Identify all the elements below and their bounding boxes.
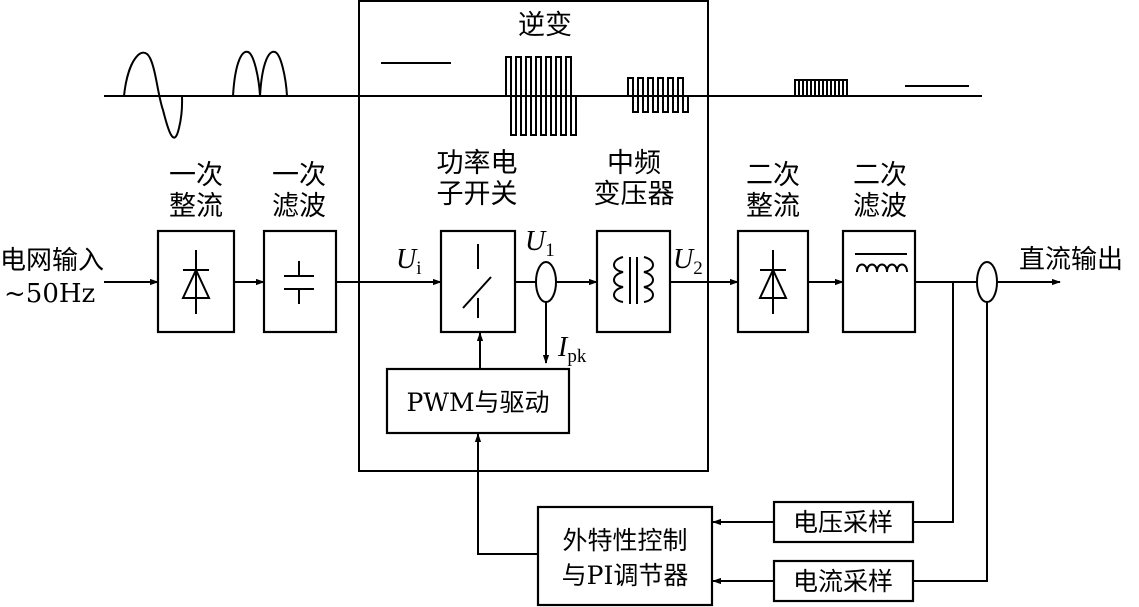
current-sampling-label: 电流采样 — [793, 567, 893, 596]
secondary-rectifier-block — [736, 229, 810, 334]
rect1-heading-line2: 整流 — [169, 191, 223, 222]
transformer-icon — [613, 256, 654, 304]
transformer-output-waveform — [627, 77, 689, 113]
voltage-feedback-line — [913, 282, 954, 523]
pwm-driver-block — [385, 367, 571, 435]
ac-sine-waveform — [123, 51, 184, 139]
pwm-driver-label: PWM与驱动 — [406, 388, 549, 417]
filter1-heading-line1: 一次 — [272, 160, 326, 191]
diode-icon — [181, 250, 211, 314]
switch-heading-line1: 功率电 — [437, 148, 518, 179]
ui-label: Ui — [396, 244, 422, 279]
transformer-heading-line2: 变压器 — [594, 179, 675, 210]
controller-label-line2: 与PI调节器 — [562, 561, 689, 590]
rect1-heading-line1: 一次 — [169, 160, 223, 191]
output-current-sensor — [976, 261, 998, 303]
diode-icon — [758, 250, 788, 314]
dc-output-label: 直流输出 — [1019, 245, 1123, 275]
inverter-section-frame — [358, 0, 709, 472]
secondary-filter-block — [841, 229, 917, 334]
rect2-heading-line2: 整流 — [746, 191, 800, 222]
transformer-block — [595, 229, 672, 334]
switch-icon — [462, 244, 492, 318]
u2-label: U2 — [673, 244, 703, 279]
filter1-heading-line2: 滤波 — [272, 191, 326, 222]
current-feedback-line — [913, 302, 988, 582]
inductor-icon — [855, 253, 908, 273]
primary-current-sensor — [535, 261, 557, 303]
switch-heading-line2: 子开关 — [437, 179, 518, 210]
rectified-pulse-waveform — [794, 79, 848, 97]
rect2-heading-line1: 二次 — [746, 160, 800, 191]
voltage-sampling-label: 电压采样 — [793, 508, 893, 537]
primary-filter-block — [262, 229, 338, 334]
controller-block — [536, 505, 714, 607]
primary-rectifier-block — [156, 229, 236, 334]
filter2-heading-line1: 二次 — [853, 160, 907, 191]
waveforms — [123, 50, 969, 139]
ipk-label: Ipk — [557, 332, 587, 367]
full-wave-rectified-waveform — [232, 50, 288, 97]
controller-to-pwm-line — [474, 433, 538, 555]
block-headings: 一次 整流 一次 滤波 功率电 子开关 中频 变压器 二次 整流 二次 滤波 — [169, 148, 907, 222]
capacitor-icon — [284, 261, 314, 304]
high-freq-pulse-waveform — [505, 56, 577, 136]
u1-label: U1 — [525, 226, 555, 261]
power-switch-block — [439, 229, 517, 334]
transformer-heading-line1: 中频 — [607, 148, 661, 179]
controller-label-line1: 外特性控制 — [562, 526, 687, 555]
grid-frequency-label: ~50Hz — [4, 279, 95, 309]
filter2-heading-line2: 滤波 — [853, 191, 907, 222]
grid-input-label: 电网输入 — [0, 246, 104, 276]
inverter-section-title: 逆变 — [518, 10, 572, 41]
